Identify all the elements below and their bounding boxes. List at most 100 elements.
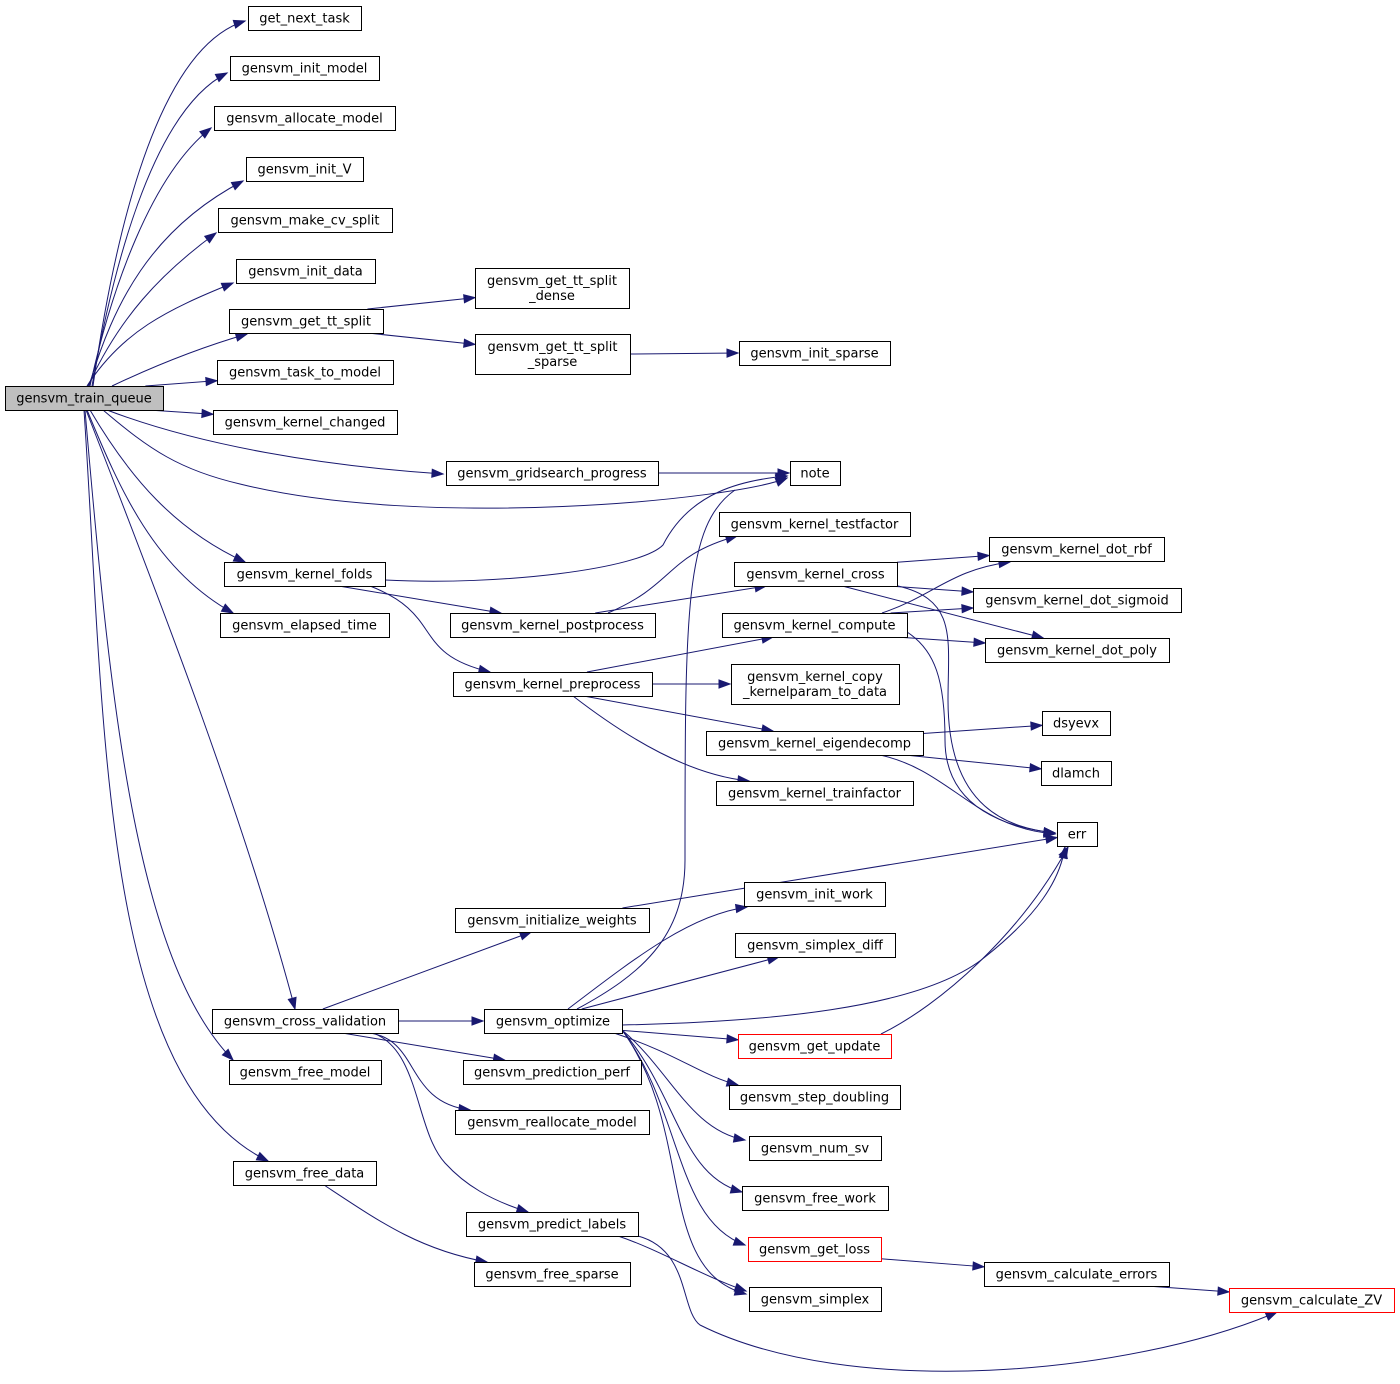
node-label: gensvm_kernel_changed [225, 416, 386, 431]
node-kernel-cross[interactable]: gensvm_kernel_cross [734, 562, 898, 587]
node-box [729, 1085, 901, 1110]
node-task-to-model[interactable]: gensvm_task_to_model [217, 360, 394, 385]
edge-get_tt_split-to-tt_split_sparse [367, 332, 476, 345]
node-init-work[interactable]: gensvm_init_work [744, 882, 886, 907]
node-label: gensvm_optimize [496, 1015, 610, 1030]
node-get-next-task[interactable]: get_next_task [248, 6, 362, 31]
node-label: gensvm_free_data [245, 1167, 365, 1182]
node-init-sparse[interactable]: gensvm_init_sparse [739, 341, 891, 366]
node-label: gensvm_train_queue [16, 392, 152, 407]
node-get-tt-split[interactable]: gensvm_get_tt_split [229, 309, 384, 334]
node-calculate-errors[interactable]: gensvm_calculate_errors [984, 1262, 1170, 1287]
arrowhead-train_queue-to-get_tt_split [234, 332, 249, 342]
node-kernel-changed[interactable]: gensvm_kernel_changed [213, 410, 398, 435]
edge-train_queue-to-get_tt_split [111, 333, 248, 387]
node-cross-validation[interactable]: gensvm_cross_validation [212, 1009, 399, 1034]
node-initialize-weights[interactable]: gensvm_initialize_weights [455, 908, 650, 933]
arrowhead-get_tt_split-to-tt_split_dense [463, 294, 477, 304]
node-allocate-model[interactable]: gensvm_allocate_model [214, 106, 396, 131]
edge-optimize-to-simplex_diff [581, 956, 779, 1010]
edge-train_queue-to-init_data [86, 282, 234, 387]
node-init-model[interactable]: gensvm_init_model [230, 56, 380, 81]
node-kernel-folds[interactable]: gensvm_kernel_folds [224, 562, 386, 587]
node-step-doubling[interactable]: gensvm_step_doubling [729, 1085, 901, 1110]
node-dot-poly[interactable]: gensvm_kernel_dot_poly [985, 638, 1170, 663]
node-optimize[interactable]: gensvm_optimize [484, 1009, 623, 1034]
node-free-data[interactable]: gensvm_free_data [233, 1161, 377, 1186]
node-label: gensvm_calculate_ZV [1241, 1294, 1382, 1309]
node-kernel-compute[interactable]: gensvm_kernel_compute [722, 613, 908, 638]
arrowhead-optimize-to-step_doubling [725, 1077, 740, 1087]
node-free-model[interactable]: gensvm_free_model [229, 1060, 382, 1085]
edge-train_queue-to-allocate_model [89, 127, 212, 387]
node-box [1042, 711, 1111, 736]
arrowhead-train_queue-to-task_to_model [205, 376, 219, 387]
node-kernel-copy[interactable]: gensvm_kernel_copy_kernelparam_to_data [731, 664, 900, 705]
node-tt-split-dense[interactable]: gensvm_get_tt_split_dense [475, 268, 630, 309]
node-tt-split-sparse[interactable]: gensvm_get_tt_split_sparse [475, 334, 631, 375]
edge-kernel_postprocess-to-kernel_testfactor [607, 535, 738, 614]
arrowhead-kernel_cross-to-dot_sigmoid [961, 586, 975, 596]
node-label: gensvm_init_data [248, 265, 362, 280]
node-box [212, 1009, 399, 1034]
node-dlamch[interactable]: dlamch [1041, 761, 1112, 786]
node-err[interactable]: err [1057, 822, 1098, 847]
arrowhead-get_loss-to-calculate_errors [972, 1261, 986, 1271]
arrowhead-train_queue-to-elapsed_time [220, 603, 235, 614]
node-label: dsyevx [1053, 717, 1099, 732]
arrowhead-train_queue-to-init_model [214, 72, 229, 83]
node-make-cv-split[interactable]: gensvm_make_cv_split [218, 208, 393, 233]
node-kernel-postprocess[interactable]: gensvm_kernel_postprocess [450, 613, 656, 638]
node-num-sv[interactable]: gensvm_num_sv [749, 1136, 882, 1161]
node-kernel-trainfactor[interactable]: gensvm_kernel_trainfactor [716, 781, 914, 806]
node-kernel-preprocess[interactable]: gensvm_kernel_preprocess [453, 672, 653, 697]
edge-kernel_preprocess-to-kernel_eigendecomp [583, 695, 774, 732]
node-dsyevx[interactable]: dsyevx [1042, 711, 1111, 736]
node-note[interactable]: note [790, 461, 841, 486]
node-label: gensvm_get_update [749, 1040, 881, 1055]
node-get-loss[interactable]: gensvm_get_loss [748, 1237, 882, 1262]
arrowhead-optimize-to-note [774, 474, 789, 484]
arrowhead-cross_validation-to-initialize_weights [518, 931, 533, 941]
node-predict-labels[interactable]: gensvm_predict_labels [466, 1212, 639, 1237]
node-kernel-testfactor[interactable]: gensvm_kernel_testfactor [719, 512, 911, 537]
node-box [229, 1060, 382, 1085]
node-simplex[interactable]: gensvm_simplex [749, 1287, 882, 1312]
node-box [989, 537, 1165, 562]
node-box [453, 672, 653, 697]
node-free-work[interactable]: gensvm_free_work [742, 1186, 889, 1211]
node-box [5, 386, 164, 411]
node-box [716, 781, 914, 806]
edge-optimize-to-step_doubling [613, 1032, 739, 1086]
edge-optimize-to-simplex [621, 1029, 747, 1295]
node-kernel-eigendecomp[interactable]: gensvm_kernel_eigendecomp [706, 731, 924, 756]
arrowhead-train_queue-to-allocate_model [199, 127, 213, 139]
node-box [484, 1009, 623, 1034]
node-reallocate-model[interactable]: gensvm_reallocate_model [455, 1110, 650, 1135]
node-gridsearch-progress[interactable]: gensvm_gridsearch_progress [446, 461, 659, 486]
node-elapsed-time[interactable]: gensvm_elapsed_time [220, 613, 390, 638]
node-dot-rbf[interactable]: gensvm_kernel_dot_rbf [989, 537, 1165, 562]
node-label: gensvm_elapsed_time [232, 619, 377, 634]
node-init-V[interactable]: gensvm_init_V [246, 157, 364, 182]
node-box [738, 1034, 892, 1059]
node-calculate-ZV[interactable]: gensvm_calculate_ZV [1229, 1288, 1395, 1313]
node-label: gensvm_prediction_perf [474, 1066, 630, 1081]
node-get-update[interactable]: gensvm_get_update [738, 1034, 892, 1059]
edge-get_loss-to-calculate_errors [880, 1258, 985, 1268]
edge-optimize-to-init_work [567, 906, 748, 1010]
arrowhead-train_queue-to-kernel_changed [201, 408, 215, 419]
node-train-queue[interactable]: gensvm_train_queue [5, 386, 164, 411]
arrowhead-cross_validation-to-predict_labels [515, 1204, 530, 1214]
node-dot-sigmoid[interactable]: gensvm_kernel_dot_sigmoid [973, 588, 1182, 613]
edge-kernel_folds-to-kernel_postprocess [338, 585, 502, 614]
node-box [475, 268, 630, 309]
node-simplex-diff[interactable]: gensvm_simplex_diff [735, 933, 896, 958]
node-prediction-perf[interactable]: gensvm_prediction_perf [463, 1060, 642, 1085]
node-free-sparse[interactable]: gensvm_free_sparse [474, 1262, 631, 1287]
node-box [474, 1262, 631, 1287]
node-box [985, 638, 1170, 663]
edge-kernel_compute-to-dot_rbf [881, 561, 1011, 614]
edge-kernel_postprocess-to-kernel_cross [595, 585, 767, 614]
node-init-data[interactable]: gensvm_init_data [236, 259, 376, 284]
